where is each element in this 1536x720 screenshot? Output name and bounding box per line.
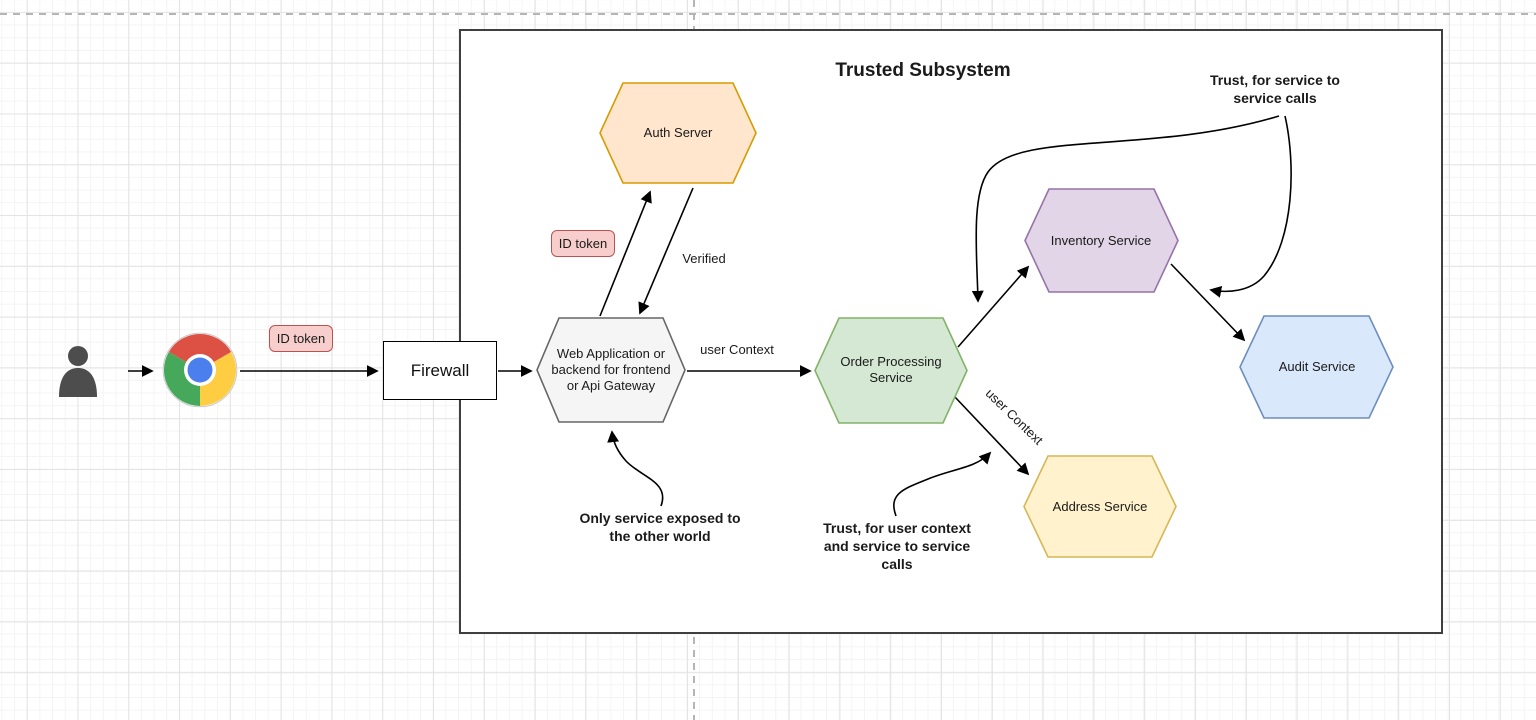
edge-webapp-to-auth[interactable]: [599, 190, 652, 317]
hexagon-auth-server[interactable]: [599, 82, 757, 184]
id-token-badge-browser[interactable]: ID token: [269, 325, 333, 352]
person-head: [68, 346, 88, 366]
trust-user-context-annotation: Trust, for user context and service to s…: [823, 520, 971, 572]
hexagon-web-application[interactable]: [536, 317, 686, 423]
person-icon[interactable]: [59, 346, 97, 397]
user-context-order-label: user Context: [700, 342, 774, 357]
firewall-label: Firewall: [410, 360, 470, 380]
firewall-node[interactable]: Firewall: [383, 341, 497, 400]
id-token-label: ID token: [558, 236, 608, 251]
curve-trust-service-to-order-edge[interactable]: [971, 115, 1280, 303]
hexagon-audit-service[interactable]: [1239, 315, 1394, 419]
id-token-badge-auth[interactable]: ID token: [551, 230, 615, 257]
order-processing-label: Order Processing Service: [840, 354, 942, 385]
audit-service-label: Audit Service: [1278, 359, 1356, 374]
trusted-subsystem-title: Trusted Subsystem: [835, 60, 1011, 81]
page-boundary-horizontal: [0, 13, 1536, 15]
curve-trust-user-to-edge[interactable]: [893, 451, 992, 517]
person-body: [59, 368, 97, 397]
hexagon-order-processing[interactable]: [814, 317, 968, 424]
only-service-annotation: Only service exposed to the other world: [579, 510, 741, 544]
curve-only-service-to-webapp[interactable]: [607, 430, 664, 507]
edge-order-to-inventory[interactable]: [957, 265, 1030, 348]
chrome-red-sector: [168, 333, 232, 370]
edge-order-to-address[interactable]: [953, 395, 1030, 476]
chrome-blue-center: [187, 357, 213, 383]
address-service-label: Address Service: [1052, 499, 1148, 514]
id-token-label: ID token: [276, 331, 326, 346]
edge-inventory-to-audit[interactable]: [1170, 263, 1246, 342]
edge-auth-to-webapp[interactable]: [638, 187, 694, 315]
auth-server-label: Auth Server: [643, 125, 713, 140]
inventory-service-label: Inventory Service: [1050, 233, 1152, 248]
web-application-label: Web Application or backend for frontend …: [551, 346, 671, 393]
hexagon-address-service[interactable]: [1023, 455, 1177, 558]
hexagon-inventory-service[interactable]: [1024, 188, 1179, 293]
chrome-browser-icon[interactable]: [162, 332, 238, 408]
trust-service-calls-annotation: Trust, for service to service calls: [1210, 72, 1340, 106]
verified-edge-label: Verified: [682, 251, 726, 266]
curve-trust-service-to-audit-edge[interactable]: [1209, 115, 1292, 298]
